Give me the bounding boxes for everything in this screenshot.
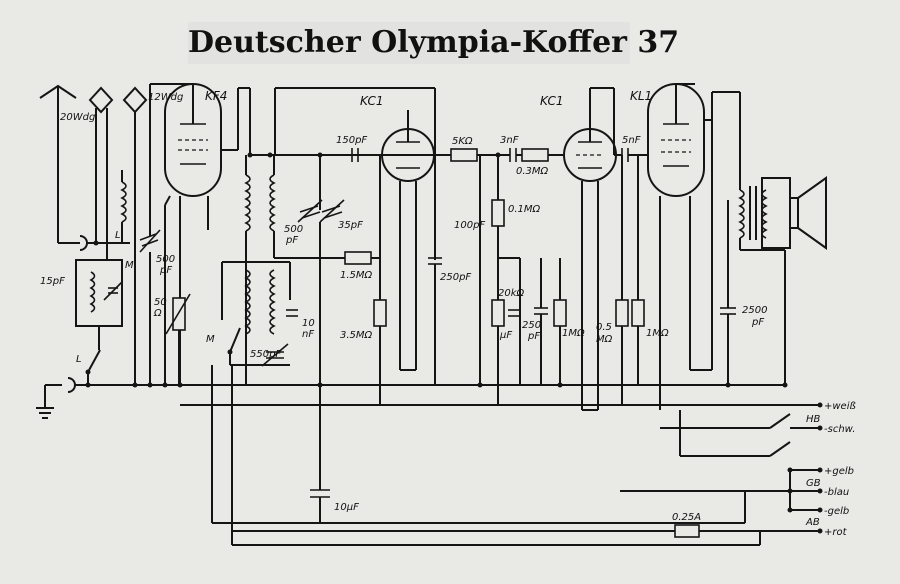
terminal-schw: -schw. bbox=[824, 424, 855, 435]
terminal-gelb1: +gelb bbox=[824, 466, 854, 477]
label-1uf: μF bbox=[499, 330, 512, 341]
label-100pf: 100pF bbox=[454, 220, 485, 231]
label-250pf: 250pF bbox=[440, 272, 471, 283]
label-15pf: 15pF bbox=[40, 276, 65, 287]
label-500pf-a: 500 bbox=[156, 254, 175, 265]
tube-kl1 bbox=[647, 83, 827, 410]
label-550pf: 550pF bbox=[250, 349, 281, 360]
label-5k: 5KΩ bbox=[452, 136, 473, 147]
tube-label-kf4: KF4 bbox=[205, 89, 227, 103]
terminal-labels: +weiß HB -schw. +gelb GB -blau -gelb AB … bbox=[805, 401, 856, 538]
label-2500pf-a: 2500 bbox=[742, 305, 767, 316]
terminal-blau: -blau bbox=[824, 487, 849, 498]
label-3nf: 3nF bbox=[500, 135, 519, 146]
terminal-gb: GB bbox=[806, 478, 821, 489]
label-ant2: 12Wdg bbox=[148, 92, 183, 103]
label-fuse: 0.25A bbox=[672, 512, 701, 523]
label-switch-m1: M bbox=[125, 260, 134, 271]
terminal-rot: +rot bbox=[824, 527, 848, 538]
label-ant1: 20Wdg bbox=[60, 112, 95, 123]
label-35pf: 35pF bbox=[338, 220, 363, 231]
terminal-ab: AB bbox=[805, 517, 820, 528]
page-title: Deutscher Olympia-Koffer 37 bbox=[188, 22, 679, 64]
tube-kf4 bbox=[149, 83, 251, 385]
label-250-a: 250 bbox=[522, 320, 541, 331]
tube-label-kl1: KL1 bbox=[630, 89, 652, 103]
label-10nf-b: nF bbox=[302, 329, 314, 340]
supply-wiring bbox=[180, 365, 823, 546]
label-5nf: 5nF bbox=[622, 135, 641, 146]
label-1-5m: 1.5MΩ bbox=[340, 270, 373, 281]
label-3-5m: 3.5MΩ bbox=[340, 330, 373, 341]
label-0-5m-a: 0.5 bbox=[596, 322, 612, 333]
ground-rail bbox=[36, 377, 788, 419]
terminal-gelb2: -gelb bbox=[824, 506, 849, 517]
label-0-1m: 0.1MΩ bbox=[508, 204, 541, 215]
label-1m-a: 1MΩ bbox=[562, 328, 585, 339]
tube-kc1-b bbox=[563, 87, 648, 411]
antenna-section bbox=[39, 84, 161, 385]
label-r50-unit: Ω bbox=[153, 308, 162, 319]
label-500pf-2a: 500 bbox=[284, 224, 303, 235]
component-labels: 20Wdg 12Wdg 15pF 500 pF 50 Ω 500 pF 35pF… bbox=[40, 92, 767, 523]
label-0-5m-b: MΩ bbox=[596, 334, 613, 345]
label-switch-m2: M bbox=[206, 334, 215, 345]
label-500pf-2b: pF bbox=[285, 235, 298, 246]
label-2500pf-b: pF bbox=[751, 317, 764, 328]
label-switch-l2: L bbox=[76, 354, 82, 365]
tube-label-kc1-b: KC1 bbox=[540, 94, 564, 108]
label-0-3m: 0.3MΩ bbox=[516, 166, 549, 177]
tube-kc1-a bbox=[274, 87, 498, 405]
label-1m-b: 1MΩ bbox=[646, 328, 669, 339]
label-switch-l1: L bbox=[115, 230, 121, 241]
label-500pf-b: pF bbox=[159, 265, 172, 276]
terminal-weiss: +weiß bbox=[824, 401, 856, 412]
label-20k: 20kΩ bbox=[498, 288, 525, 299]
label-r50: 50 bbox=[154, 297, 167, 308]
interstage-network bbox=[450, 148, 567, 405]
tube-labels: KF4 KC1 KC1 KL1 bbox=[205, 89, 652, 108]
tube-label-kc1-a: KC1 bbox=[360, 94, 384, 108]
label-10nf-a: 10 bbox=[302, 318, 315, 329]
label-250-b: pF bbox=[527, 331, 540, 342]
terminal-hb: HB bbox=[806, 414, 821, 425]
label-10uf: 10μF bbox=[334, 502, 359, 513]
label-150pf: 150pF bbox=[336, 135, 367, 146]
